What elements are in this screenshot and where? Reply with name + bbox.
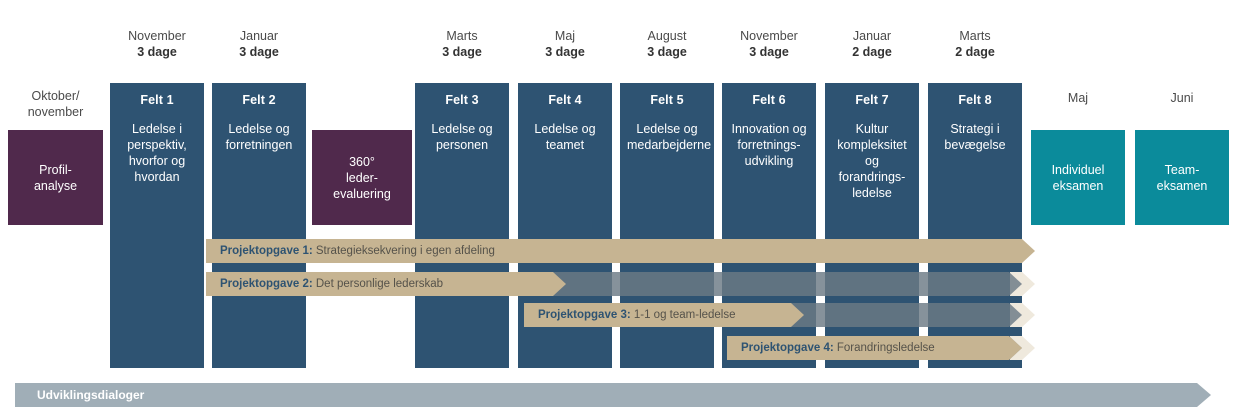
project-task-number: Projektopgave 2: bbox=[220, 278, 313, 290]
period-month: November bbox=[740, 29, 798, 43]
development-dialogues-label: Udviklingsdialoger bbox=[37, 388, 145, 402]
assessment-box-1[interactable]: Profil-analyse bbox=[8, 130, 103, 225]
field-title: Felt 2 bbox=[242, 93, 276, 107]
project-task-label: Projektopgave 3: 1-1 og team-ledelse bbox=[538, 303, 736, 327]
period-duration: 3 dage bbox=[749, 45, 789, 59]
assessment-box-label: Profil-analyse bbox=[33, 162, 78, 193]
field-description: Kultur kompleksitet og forandrings-ledel… bbox=[837, 122, 907, 200]
project-task-name: 1-1 og team-ledelse bbox=[630, 309, 736, 321]
period-month: August bbox=[647, 29, 687, 43]
field-description: Ledelse og personen bbox=[431, 122, 493, 152]
field-column-1[interactable]: Felt 1 Ledelse i perspektiv, hvorfor og h… bbox=[110, 83, 204, 368]
project-task-continuation bbox=[778, 303, 1022, 327]
project-task-bar[interactable]: Projektopgave 2: Det personlige lederska… bbox=[206, 272, 566, 296]
plain-label-3: Juni bbox=[1135, 90, 1229, 106]
field-description: Ledelse og teamet bbox=[534, 122, 596, 152]
project-task-bar[interactable]: Projektopgave 4: Forandringsledelse bbox=[727, 336, 1022, 360]
period-duration: 3 dage bbox=[239, 45, 279, 59]
development-dialogues-bar: Udviklingsdialoger bbox=[15, 383, 1211, 407]
period-header-5: August 3 dage bbox=[620, 28, 714, 60]
project-task-row-2: Projektopgave 2: Det personlige lederska… bbox=[0, 272, 1241, 296]
field-title: Felt 1 bbox=[140, 93, 174, 107]
project-task-number: Projektopgave 4: bbox=[741, 342, 834, 354]
period-header-1: November 3 dage bbox=[110, 28, 204, 60]
field-title: Felt 6 bbox=[752, 93, 786, 107]
plain-label-line: Juni bbox=[1170, 91, 1194, 105]
period-duration: 3 dage bbox=[545, 45, 585, 59]
field-title: Felt 5 bbox=[650, 93, 684, 107]
project-task-name: Forandringsledelse bbox=[833, 342, 935, 354]
field-description: Ledelse og medarbejderne bbox=[627, 122, 712, 152]
period-month: November bbox=[128, 29, 186, 43]
project-task-row-3: Projektopgave 3: 1-1 og team-ledelse bbox=[0, 303, 1241, 327]
period-duration: 3 dage bbox=[647, 45, 687, 59]
field-column-2[interactable]: Felt 2 Ledelse og forretningen bbox=[212, 83, 306, 368]
project-task-label: Projektopgave 2: Det personlige lederska… bbox=[220, 272, 443, 296]
period-header-2: Januar 3 dage bbox=[212, 28, 306, 60]
period-duration: 3 dage bbox=[442, 45, 482, 59]
plain-label-2: Maj bbox=[1031, 90, 1125, 106]
project-task-name: Strategieksekvering i egen afdeling bbox=[312, 245, 495, 257]
period-month: Maj bbox=[554, 29, 576, 43]
field-description: Ledelse og forretningen bbox=[225, 122, 293, 152]
period-header-4: Maj 3 dage bbox=[518, 28, 612, 60]
project-task-row-1: Projektopgave 1: Strategieksekvering i e… bbox=[0, 239, 1241, 263]
project-task-number: Projektopgave 1: bbox=[220, 245, 313, 257]
period-month: Marts bbox=[959, 29, 991, 43]
project-task-bar[interactable]: Projektopgave 3: 1-1 og team-ledelse bbox=[524, 303, 804, 327]
period-header-8: Marts 2 dage bbox=[928, 28, 1022, 60]
project-task-label: Projektopgave 1: Strategieksekvering i e… bbox=[220, 239, 495, 263]
field-description: Strategi i bevægelse bbox=[944, 122, 1006, 152]
field-title: Felt 8 bbox=[958, 93, 992, 107]
period-duration: 2 dage bbox=[955, 45, 995, 59]
field-title: Felt 3 bbox=[445, 93, 479, 107]
period-header-7: Januar 2 dage bbox=[825, 28, 919, 60]
assessment-box-2[interactable]: 360°leder-evaluering bbox=[312, 130, 412, 225]
project-task-number: Projektopgave 3: bbox=[538, 309, 631, 321]
project-task-name: Det personlige lederskab bbox=[312, 278, 444, 290]
project-task-label: Projektopgave 4: Forandringsledelse bbox=[741, 336, 935, 360]
period-month: Januar bbox=[239, 29, 279, 43]
field-description: Innovation og forretnings-udvikling bbox=[731, 122, 807, 168]
period-header-3: Marts 3 dage bbox=[415, 28, 509, 60]
assessment-box-label: 360°leder-evaluering bbox=[333, 154, 391, 201]
project-task-row-4: Projektopgave 4: Forandringsledelse bbox=[0, 336, 1241, 360]
exam-box-label: Team-eksamen bbox=[1156, 162, 1208, 193]
plain-label-line: Maj bbox=[1067, 91, 1089, 105]
plain-label-1: Oktober/november bbox=[8, 88, 103, 120]
plain-label-line: Oktober/ bbox=[31, 89, 80, 103]
project-task-bar[interactable]: Projektopgave 1: Strategieksekvering i e… bbox=[206, 239, 1035, 263]
period-month: Marts bbox=[446, 29, 478, 43]
project-task-continuation bbox=[540, 272, 1022, 296]
period-duration: 2 dage bbox=[852, 45, 892, 59]
field-description: Ledelse i perspektiv, hvorfor og hvordan bbox=[127, 122, 187, 184]
field-title: Felt 7 bbox=[855, 93, 889, 107]
plain-label-line: november bbox=[27, 105, 84, 119]
period-month: Januar bbox=[852, 29, 892, 43]
exam-box-2[interactable]: Team-eksamen bbox=[1135, 130, 1229, 225]
field-title: Felt 4 bbox=[548, 93, 582, 107]
field-column-3[interactable]: Felt 3 Ledelse og personen bbox=[415, 83, 509, 368]
period-header-6: November 3 dage bbox=[722, 28, 816, 60]
period-duration: 3 dage bbox=[137, 45, 177, 59]
